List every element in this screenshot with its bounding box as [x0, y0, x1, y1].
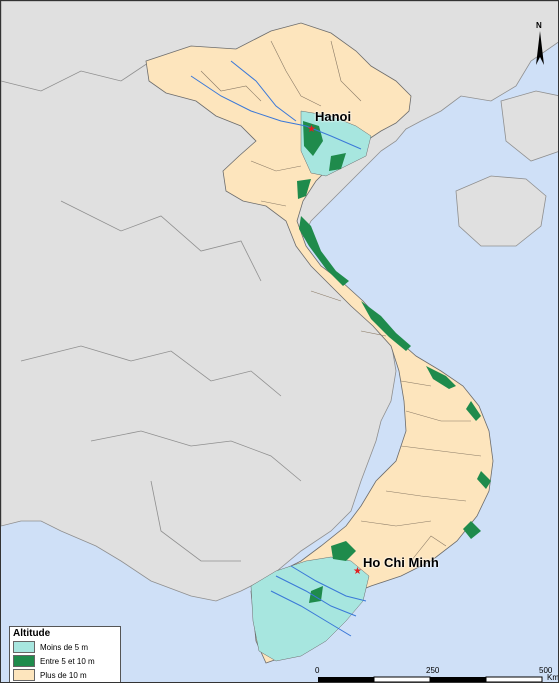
scale-tick-250: 250: [426, 666, 440, 675]
coastal-strip-mid: [299, 216, 491, 539]
red-river-delta-mid: [297, 121, 346, 199]
hainan-island: [455, 175, 547, 247]
scale-unit: Km: [547, 673, 559, 682]
legend-label: Entre 5 et 10 m: [40, 656, 95, 666]
hanoi-star: ★: [307, 124, 316, 135]
scale-tick-500: 500: [539, 666, 553, 675]
rivers: [190, 60, 367, 637]
legend-title: Altitude: [13, 628, 51, 639]
legend-swatch-mid: [13, 655, 35, 667]
legend: Altitude Moins de 5 m Entre 5 et 10 m Pl…: [9, 626, 121, 682]
legend-item: Entre 5 et 10 m: [13, 654, 120, 668]
scale-bar: 0 250 500 Km: [301, 663, 559, 682]
north-arrow: N: [531, 21, 549, 69]
legend-label: Plus de 10 m: [40, 670, 87, 680]
ho-chi-minh-star: ★: [353, 566, 362, 577]
legend-swatch-high: [13, 669, 35, 681]
north-label: N: [536, 21, 542, 30]
scale-bar-graphic: [318, 676, 543, 682]
city-label-hanoi: Hanoi: [315, 109, 352, 124]
scale-tick-0: 0: [315, 666, 320, 675]
north-arrow-icon: [536, 31, 544, 65]
leizhou-peninsula: [500, 90, 558, 162]
neighbor-borders: [1, 60, 302, 562]
legend-label: Moins de 5 m: [40, 642, 89, 652]
legend-item: Moins de 5 m: [13, 640, 120, 654]
mekong-delta-low: [250, 556, 370, 662]
legend-item: Plus de 10 m: [13, 668, 120, 682]
legend-swatch-low: [13, 641, 35, 653]
city-label-ho-chi-minh: Ho Chi Minh: [363, 555, 439, 570]
mekong-delta-mid: [309, 541, 356, 603]
